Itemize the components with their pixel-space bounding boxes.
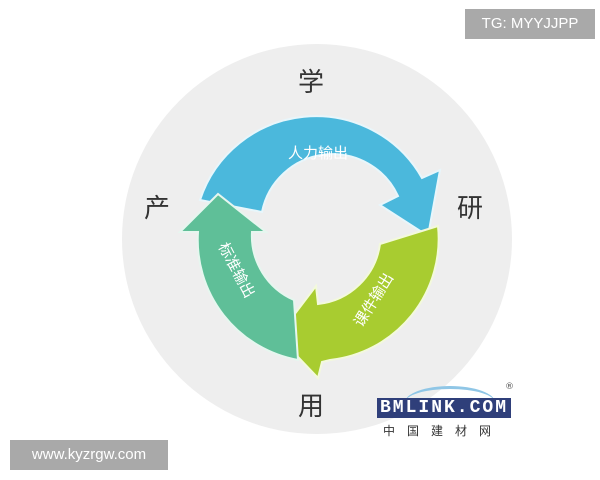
label-use: 用 (298, 392, 325, 422)
bmlink-logo: ® BMLINK.COM 中国建材网 (375, 380, 515, 440)
label-research: 研 (457, 194, 484, 224)
arrow-human-output (198, 115, 442, 238)
label-study: 学 (298, 68, 325, 98)
watermark-url: www.kyzrgw.com (10, 440, 168, 470)
logo-arc-icon (405, 386, 495, 419)
arrow-standard-output (177, 192, 300, 362)
label-produce: 产 (144, 194, 171, 224)
watermark-tg: TG: MYYJJPP (465, 9, 595, 39)
arrow-courseware-output (276, 224, 440, 381)
arrow-label-human: 人力输出 (288, 144, 348, 162)
logo-main-text: BMLINK.COM (377, 398, 512, 418)
logo-sub-text: 中国建材网 (383, 424, 504, 438)
registered-mark: ® (505, 382, 514, 392)
